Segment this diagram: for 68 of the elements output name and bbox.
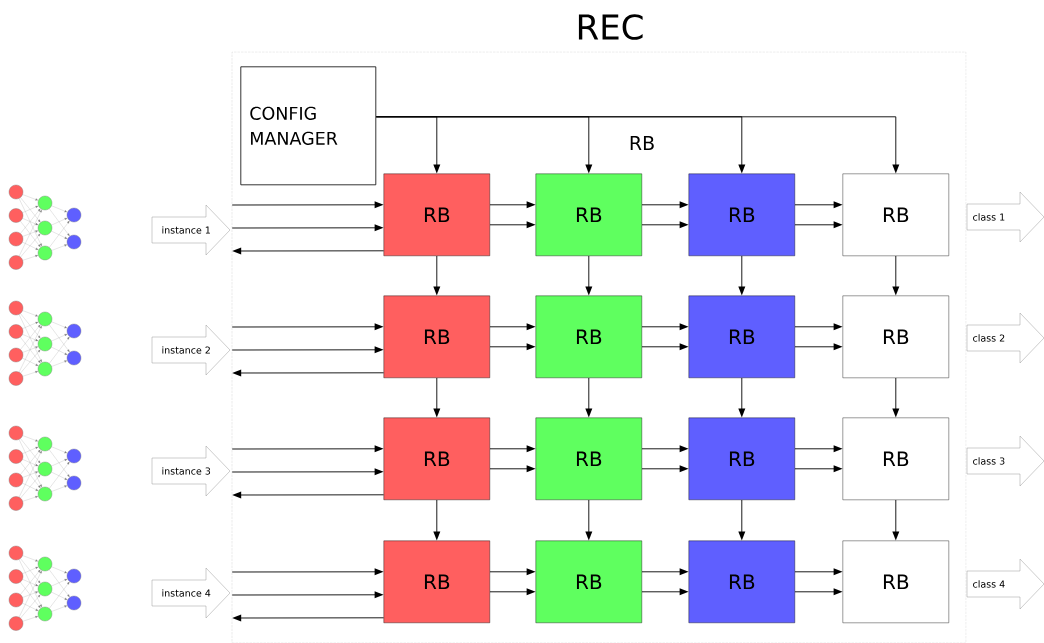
process-box: RB (688, 540, 795, 623)
arrow (892, 255, 900, 296)
process-box: RB (535, 417, 642, 500)
arrow (738, 255, 746, 296)
arrow (641, 588, 689, 596)
arrow (232, 247, 385, 255)
arrow (232, 614, 385, 622)
arrow (794, 588, 843, 596)
arrow (794, 445, 843, 453)
arrow (794, 323, 843, 331)
arrow (375, 116, 900, 174)
process-box: RB (383, 295, 490, 378)
arrow (231, 568, 384, 576)
title: REC (578, 14, 643, 40)
arrow (433, 377, 441, 418)
process-box: RB (842, 295, 949, 378)
arrow (433, 499, 441, 541)
arrow (232, 369, 385, 377)
arrow (892, 499, 900, 541)
arrow (585, 499, 593, 541)
process-box: RB (688, 173, 795, 256)
arrow (585, 377, 593, 418)
process-box: RB (842, 540, 949, 623)
process-box: RB (688, 417, 795, 500)
process-box: RB (535, 540, 642, 623)
arrow (231, 591, 384, 599)
process-box: RB (842, 417, 949, 500)
process-box: RB (535, 295, 642, 378)
arrow (641, 201, 689, 209)
arrow (794, 221, 843, 229)
arrow (489, 588, 536, 596)
arrow (585, 255, 593, 296)
arrow (794, 465, 843, 473)
process-box: RB (383, 540, 490, 623)
arrow (489, 323, 536, 331)
arrow (231, 224, 384, 232)
arrow (738, 499, 746, 541)
arrow (794, 568, 843, 576)
arrow (892, 377, 900, 418)
arrow (231, 201, 384, 209)
arrow (232, 491, 385, 499)
arrow (794, 343, 843, 351)
process-box: RB (688, 295, 795, 378)
arrow (641, 465, 689, 473)
process-box: RB (383, 173, 490, 256)
arrow (641, 445, 689, 453)
arrow (231, 323, 384, 331)
arrow (489, 201, 536, 209)
arrow (641, 568, 689, 576)
arrow (489, 465, 536, 473)
arrow (641, 221, 689, 229)
process-box: CONFIG MANAGER (240, 66, 377, 186)
process-box: RB (383, 417, 490, 500)
process-box: RB (842, 173, 949, 256)
arrow (489, 445, 536, 453)
arrow (231, 468, 384, 476)
arrow (794, 201, 843, 209)
arrow (641, 343, 689, 351)
arrow (433, 255, 441, 296)
arrow (641, 323, 689, 331)
arrow (489, 221, 536, 229)
arrow (231, 346, 384, 354)
arrow (738, 377, 746, 418)
arrow (231, 445, 384, 453)
column-label: RB (630, 136, 654, 150)
arrow (489, 343, 536, 351)
process-box: RB (535, 173, 642, 256)
arrow (489, 568, 536, 576)
